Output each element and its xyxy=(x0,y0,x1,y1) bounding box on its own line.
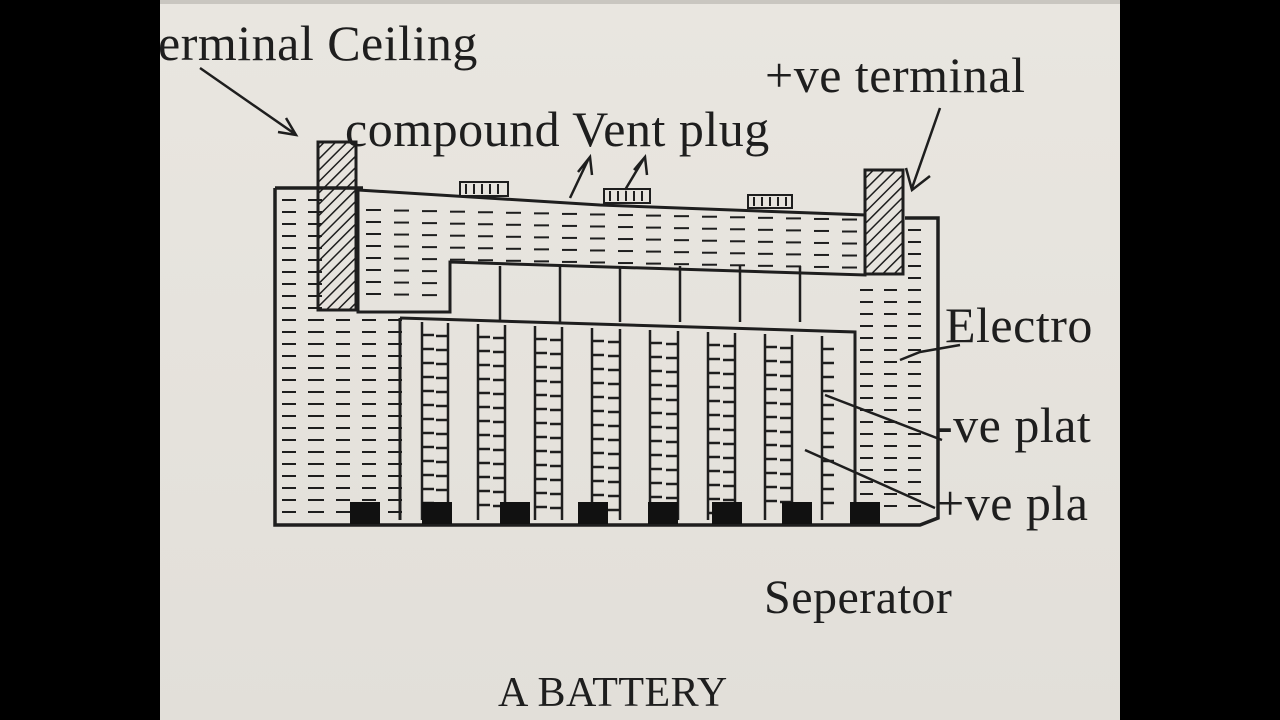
vent-plug xyxy=(459,181,509,197)
label-electrolyte: Electro xyxy=(945,297,1093,353)
paper-page: erminal Ceiling compound Vent plug +ve t… xyxy=(160,0,1120,720)
plate-enclosure xyxy=(398,316,857,520)
separator-block xyxy=(422,502,452,524)
arrow-electrolyte xyxy=(899,343,961,362)
separator-block xyxy=(350,502,380,524)
label-positive-terminal: +ve terminal xyxy=(765,47,1026,103)
plate-grid xyxy=(420,266,834,520)
paper-top-edge xyxy=(160,0,1120,4)
arrow-negative-plate xyxy=(824,393,943,442)
separator-block xyxy=(500,502,530,524)
separator-block xyxy=(850,502,880,524)
label-positive-plate: +ve pla xyxy=(936,475,1089,531)
electrolyte-dash-fill xyxy=(282,199,921,513)
vent-plugs xyxy=(459,181,793,209)
diagram-caption: A BATTERY xyxy=(498,670,728,716)
separator-blocks xyxy=(350,502,880,524)
arrow-compound xyxy=(568,153,594,199)
label-compound-vent-plug: compound Vent plug xyxy=(345,101,770,157)
annotation-arrows xyxy=(199,66,961,510)
label-negative-plate: -ve plat xyxy=(936,397,1092,453)
ceiling-compound-lid xyxy=(356,188,867,314)
label-separator: Seperator xyxy=(764,571,953,624)
positive-terminal xyxy=(863,168,905,276)
separator-block xyxy=(782,502,812,524)
negative-terminal xyxy=(316,140,358,312)
separator-block xyxy=(578,502,608,524)
arrow-positive-plate xyxy=(804,448,936,510)
arrow-positive-terminal xyxy=(904,107,942,193)
arrow-terminal-ceiling xyxy=(199,66,299,137)
label-terminal-ceiling: erminal Ceiling xyxy=(160,15,478,71)
separator-block xyxy=(648,502,678,524)
separator-block xyxy=(712,502,742,524)
arrow-vent-plug xyxy=(623,153,649,191)
battery-diagram xyxy=(199,66,961,527)
